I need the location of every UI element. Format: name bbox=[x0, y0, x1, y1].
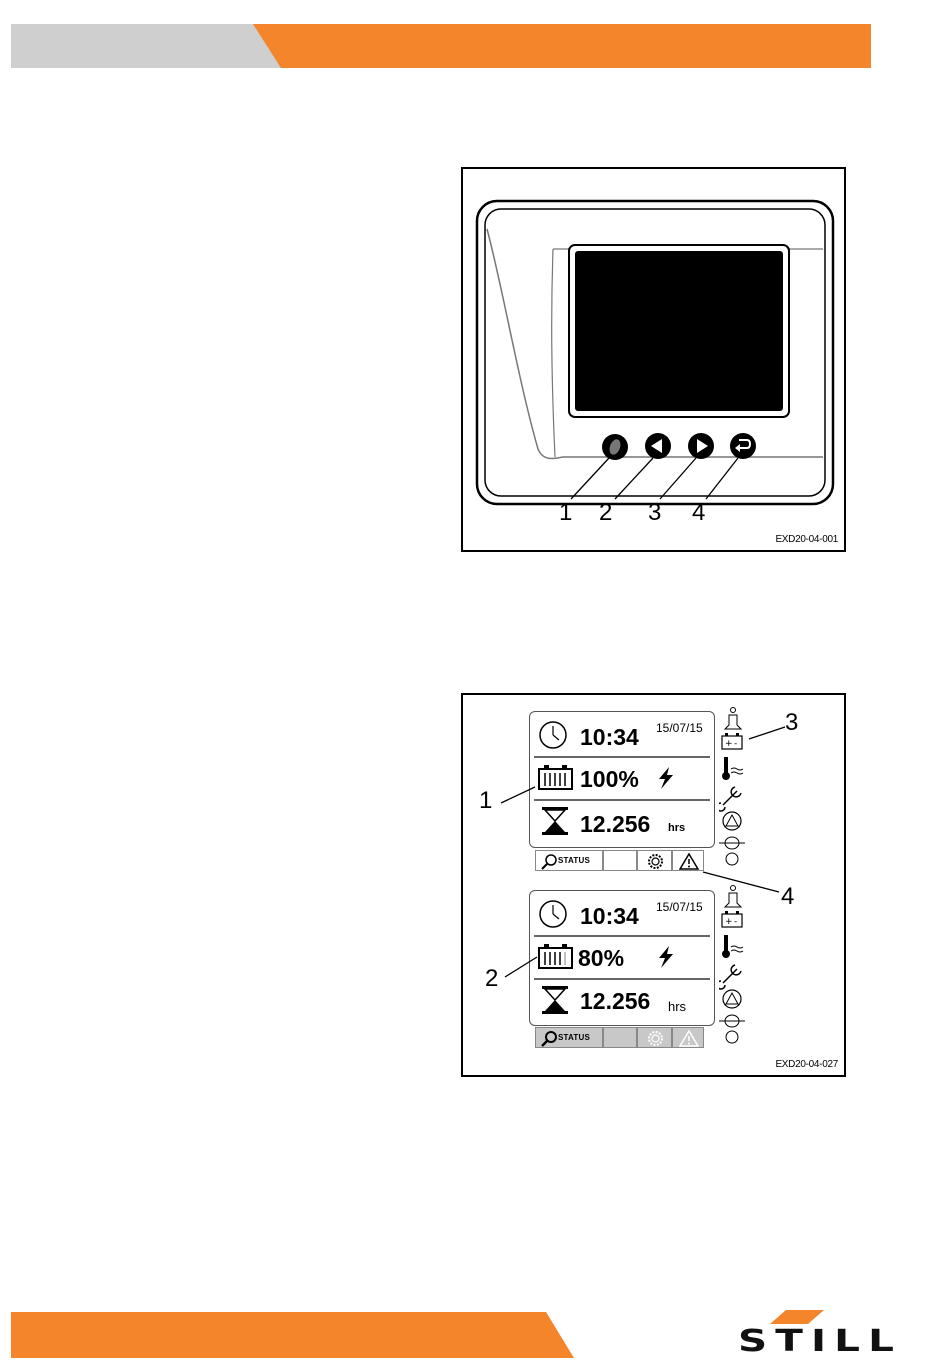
function-button-icon[interactable] bbox=[602, 434, 628, 460]
status-screen-partial: 10:34 15/07/15 80% bbox=[529, 890, 715, 1026]
hours-row: 12.256 hrs bbox=[534, 800, 710, 842]
charging-bolt-icon bbox=[656, 767, 676, 789]
circle-indicator-icon bbox=[726, 853, 738, 865]
svg-text:-: - bbox=[734, 739, 737, 749]
callout-1: 1 bbox=[559, 501, 572, 525]
tab-status-label: STATUS bbox=[558, 856, 590, 865]
side-icons-column-lower: + - bbox=[719, 885, 749, 1045]
hours-unit: hrs bbox=[668, 822, 685, 834]
enter-icon[interactable] bbox=[730, 433, 756, 459]
battery-value: 100% bbox=[580, 767, 639, 791]
tab-warnings[interactable] bbox=[672, 850, 704, 871]
callout-2: 2 bbox=[599, 501, 612, 525]
handbrake-icon bbox=[719, 837, 745, 849]
hourglass-icon bbox=[540, 806, 570, 836]
svg-text:+: + bbox=[725, 917, 733, 927]
svg-text:-: - bbox=[734, 917, 737, 927]
tab-settings[interactable] bbox=[637, 1027, 672, 1048]
callout-4: 4 bbox=[692, 501, 705, 525]
battery-icon: + - bbox=[722, 733, 742, 749]
figure-display-unit: 1 2 3 4 EXD20-04-001 bbox=[461, 167, 846, 552]
circle-indicator-icon bbox=[726, 1031, 738, 1043]
battery-row: 80% bbox=[534, 936, 710, 980]
wrench-icon bbox=[719, 965, 741, 989]
side-icons-column-upper: + - bbox=[719, 707, 749, 867]
temperature-icon bbox=[722, 757, 743, 780]
battery-value: 80% bbox=[578, 946, 624, 970]
tab-warnings[interactable] bbox=[672, 1027, 704, 1048]
tab-bar: STATUS bbox=[535, 850, 704, 871]
arrow-right-icon[interactable] bbox=[688, 433, 714, 459]
logo-text: STILL bbox=[712, 1324, 928, 1359]
date-value: 15/07/15 bbox=[656, 722, 703, 734]
clock-icon bbox=[538, 899, 568, 929]
tab-empty[interactable] bbox=[603, 1027, 637, 1048]
warning-icon bbox=[679, 853, 699, 870]
tab-empty[interactable] bbox=[603, 850, 637, 871]
battery-icon bbox=[538, 944, 574, 970]
figure-code: EXD20-04-027 bbox=[775, 1059, 838, 1070]
header-band bbox=[11, 24, 871, 68]
hourglass-icon bbox=[540, 985, 570, 1015]
status-screen-full: 10:34 15/07/15 100% bbox=[529, 711, 715, 848]
time-row: 10:34 15/07/15 bbox=[534, 714, 710, 758]
tab-status[interactable]: STATUS bbox=[535, 1027, 603, 1048]
callout-4: 4 bbox=[781, 885, 794, 909]
handbrake-icon bbox=[719, 1015, 745, 1027]
callout-3: 3 bbox=[785, 711, 798, 735]
warning-icon bbox=[679, 1030, 699, 1047]
tab-status[interactable]: STATUS bbox=[535, 850, 603, 871]
clock-icon bbox=[538, 720, 568, 750]
callout-1: 1 bbox=[479, 789, 492, 813]
date-value: 15/07/15 bbox=[656, 901, 703, 913]
temperature-icon bbox=[722, 935, 743, 958]
gear-icon bbox=[647, 853, 664, 870]
battery-row: 100% bbox=[534, 757, 710, 801]
still-logo: STILL bbox=[712, 1310, 872, 1358]
time-row: 10:34 15/07/15 bbox=[534, 893, 710, 937]
battery-icon: + - bbox=[722, 911, 742, 927]
display-unit-drawing bbox=[463, 169, 844, 550]
figure-status-screens: 10:34 15/07/15 100% bbox=[461, 693, 846, 1077]
brake-warning-icon bbox=[723, 812, 741, 830]
search-icon bbox=[540, 1030, 558, 1047]
gear-icon bbox=[647, 1030, 664, 1047]
svg-text:+: + bbox=[725, 739, 733, 749]
header-orange-segment bbox=[253, 24, 871, 68]
hours-value: 12.256 bbox=[580, 812, 650, 836]
battery-icon bbox=[538, 765, 574, 791]
tab-bar: STATUS bbox=[535, 1027, 704, 1048]
tab-settings[interactable] bbox=[637, 850, 672, 871]
search-icon bbox=[540, 853, 558, 870]
callout-2: 2 bbox=[485, 967, 498, 991]
footer-band bbox=[11, 1312, 574, 1358]
charging-bolt-icon bbox=[656, 946, 676, 968]
seat-icon bbox=[725, 708, 741, 730]
seat-icon bbox=[725, 886, 741, 908]
callout-3: 3 bbox=[648, 501, 661, 525]
wrench-icon bbox=[719, 787, 741, 811]
hours-unit: hrs bbox=[668, 999, 686, 1014]
figure-code: EXD20-04-001 bbox=[775, 534, 838, 545]
tab-status-label: STATUS bbox=[558, 1033, 590, 1042]
hours-row: 12.256 hrs bbox=[534, 979, 710, 1021]
brake-warning-icon bbox=[723, 990, 741, 1008]
arrow-left-icon[interactable] bbox=[645, 433, 671, 459]
hours-value: 12.256 bbox=[580, 989, 650, 1013]
time-value: 10:34 bbox=[580, 904, 639, 928]
time-value: 10:34 bbox=[580, 725, 639, 749]
